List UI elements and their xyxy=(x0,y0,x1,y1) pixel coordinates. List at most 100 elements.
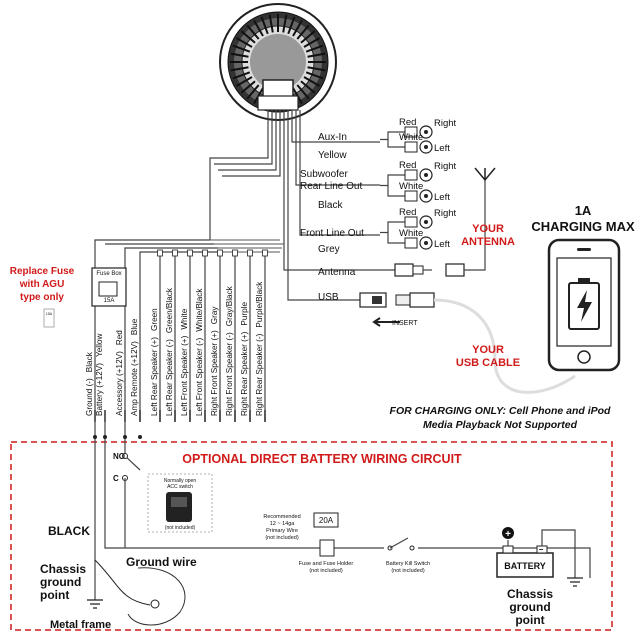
rca-color-label: White xyxy=(399,228,423,239)
antenna-connector xyxy=(394,167,496,277)
label-black: BLACK xyxy=(48,524,90,538)
battery-label: BATTERY xyxy=(504,561,546,571)
battery-charging-icon xyxy=(568,278,600,330)
acc-switch: Normally open ACC switch (not included) xyxy=(147,473,213,533)
optional-circuit-title: OPTIONAL DIRECT BATTERY WIRING CIRCUIT xyxy=(182,452,462,466)
rca-color-label: Red xyxy=(399,117,416,128)
fuse-box-title: Fuse Box xyxy=(96,271,121,277)
wire-bundle xyxy=(209,110,395,301)
right-chassis-line-3: point xyxy=(515,613,544,627)
harness-label: Amp Remote (+12V)Blue xyxy=(130,318,139,416)
left-chassis-line-3: point xyxy=(40,588,69,602)
your-usb-cable-line-1: YOUR xyxy=(472,344,504,356)
battery: BATTERY + − xyxy=(496,527,554,578)
charging-line-1: 1A xyxy=(575,203,592,218)
harness-label: Right Rear Speaker (+)Purple xyxy=(240,301,249,416)
charging-note-line-2: Media Playback Not Supported xyxy=(423,419,578,431)
label-front-line-out: Front Line Out xyxy=(300,228,364,239)
fuse-holder-rating: 20A xyxy=(319,516,334,525)
harness-label: Accessory (+12V)Red xyxy=(115,330,124,416)
rca-side-label: Left xyxy=(434,239,450,250)
rca-color-label: Red xyxy=(399,207,416,218)
battery-kill-switch: Battery Kill Switch (not included) xyxy=(384,537,430,574)
right-ground-symbol xyxy=(541,529,583,587)
recommended-line-2: 12 ~ 14ga xyxy=(270,521,296,527)
replace-fuse-line-1: Replace Fuse xyxy=(10,266,75,277)
plus-terminal-icon xyxy=(502,527,514,539)
rca-side-label: Right xyxy=(434,161,457,172)
fuse-holder-line-1: Fuse and Fuse Holder xyxy=(299,561,354,567)
charging-note-line-1: FOR CHARGING ONLY: Cell Phone and iPod xyxy=(390,405,611,417)
ground-wire-label: Ground wire xyxy=(126,555,197,569)
charging-line-2: CHARGING MAX xyxy=(531,219,635,234)
harness-label: Battery (+12V)Yellow xyxy=(95,334,104,416)
metal-frame-label: Metal frame xyxy=(50,619,111,631)
plus-sign: + xyxy=(505,529,511,540)
minus-sign: − xyxy=(539,545,544,554)
acc-switch-line-2: ACC switch xyxy=(167,484,193,490)
right-chassis-line-2: ground xyxy=(509,600,550,614)
label-front-grey: Grey xyxy=(318,244,340,255)
rca-side-label: Left xyxy=(434,143,450,154)
label-no: NO xyxy=(113,452,125,461)
acc-switch-line-1: Normally open xyxy=(164,478,196,484)
recommended-line-3: Primary Wire xyxy=(266,528,298,534)
rca-side-label: Right xyxy=(434,118,457,129)
circuit-wiring xyxy=(93,410,591,578)
rca-color-label: Red xyxy=(399,160,416,171)
insert-arrow-icon xyxy=(372,317,400,327)
right-chassis-line-1: Chassis xyxy=(507,587,553,601)
label-aux-in: Aux-In xyxy=(318,132,347,143)
rca-side-label: Right xyxy=(434,208,457,219)
label-antenna: Antenna xyxy=(318,267,356,278)
marine-stereo-unit xyxy=(219,3,337,121)
rca-side-label: Left xyxy=(434,192,450,203)
your-antenna-line-1: YOUR xyxy=(472,223,504,235)
fuse-icon xyxy=(43,308,55,328)
label-rear-black: Black xyxy=(318,200,343,211)
label-c: C xyxy=(113,474,119,483)
optional-circuit-border xyxy=(10,441,613,631)
left-ground-symbol xyxy=(87,559,186,626)
your-antenna-line-2: ANTENNA xyxy=(461,236,515,248)
your-usb-cable-line-2: USB CABLE xyxy=(456,357,520,369)
ground-screw-icon xyxy=(150,599,160,609)
acc-switch-not-included: (not included) xyxy=(165,525,196,531)
harness-label: Left Front Speaker (-)White/Black xyxy=(195,288,204,416)
left-chassis-line-1: Chassis xyxy=(40,562,86,576)
harness-label: Left Front Speaker (+)White xyxy=(180,308,189,416)
rca-color-label: White xyxy=(399,181,423,192)
harness-label: Left Rear Speaker (-)Green/Black xyxy=(165,287,174,416)
fuse-holder: 20A Fuse and Fuse Holder (not included) xyxy=(299,512,354,574)
antenna-icon xyxy=(474,167,496,182)
recommended-line-4: (not included) xyxy=(265,535,298,541)
harness-label: Ground (-)Black xyxy=(85,351,94,416)
harness-label: Right Rear Speaker (-)Purple/Black xyxy=(255,281,264,416)
harness-label: Right Front Speaker (-)Gray/Black xyxy=(225,285,234,416)
rca-section: Aux-In Yellow Subwoofer Rear Line Out Bl… xyxy=(300,117,457,303)
label-aux-yellow: Yellow xyxy=(318,150,347,161)
phone-icon xyxy=(547,238,621,372)
usb-cable xyxy=(433,298,576,394)
label-subwoofer: Subwoofer xyxy=(300,169,348,180)
label-usb: USB xyxy=(318,292,339,303)
rca-color-label: White xyxy=(399,132,423,143)
fuse-box: Fuse Box 15A xyxy=(91,267,127,307)
replace-fuse-line-2: with AGU xyxy=(19,279,65,290)
left-chassis-line-2: ground xyxy=(40,575,81,589)
replace-fuse-note: Replace Fuse with AGU type only 15A xyxy=(10,266,75,328)
kill-switch-line-1: Battery Kill Switch xyxy=(386,561,430,567)
usb-connector: INSERT xyxy=(359,292,576,394)
harness-label: Left Rear Speaker (+)Green xyxy=(150,308,159,416)
metal-frame-icon xyxy=(127,567,186,626)
fuse-small-rating: 15A xyxy=(46,312,53,316)
kill-switch-line-2: (not included) xyxy=(391,568,424,574)
harness-label: Right Front Speaker (+)Gray xyxy=(210,306,219,416)
fuse-box-rating: 15A xyxy=(104,298,115,304)
label-rear-line-out: Rear Line Out xyxy=(300,181,362,192)
insert-label: INSERT xyxy=(392,320,418,327)
fuse-holder-line-2: (not included) xyxy=(309,568,342,574)
recommended-line-1: Recommended xyxy=(263,514,300,520)
